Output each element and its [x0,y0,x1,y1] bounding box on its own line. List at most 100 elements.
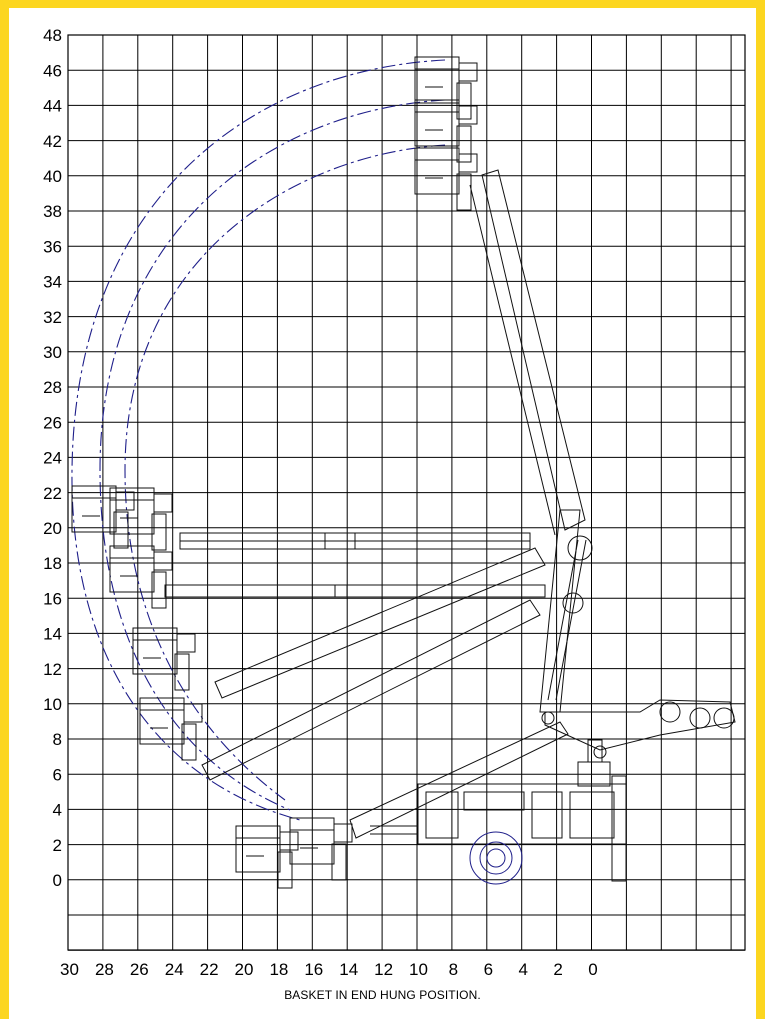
pivot-pin [713,707,735,729]
y-tick-label: 20 [43,519,62,538]
y-tick-label: 0 [53,871,62,890]
y-tick-label: 48 [43,26,62,45]
basket-horizontal-low [109,545,155,593]
basket-horizontal-mount [151,513,167,551]
basket-diagonal-mid-control [183,703,203,723]
x-tick-label: 16 [304,960,323,979]
basket-horizontal-low-control [153,551,173,571]
truck-panel [425,791,459,839]
y-tick-label: 22 [43,484,62,503]
x-tick-label: 14 [339,960,358,979]
truck-wheel [469,831,523,885]
diagonal-boom-high [214,547,546,699]
upper-boom-top [481,169,586,531]
knuckle-pin [567,535,593,561]
pedestal-column [587,739,603,763]
y-tick-label: 30 [43,343,62,362]
y-tick-label: 8 [53,730,62,749]
basket-reach-max-mount [113,511,129,549]
y-tick-label: 12 [43,660,62,679]
upper-boom-edge [469,184,556,536]
grid-frame [67,34,746,951]
basket-horizontal-low-mount [151,571,167,609]
grid [67,34,746,951]
basket-top-mount [456,82,472,120]
basket-ground-2-mount [331,843,347,881]
basket-diagonal-high-control [176,633,196,653]
x-tick-label: 20 [235,960,254,979]
y-tick-label: 28 [43,378,62,397]
x-tick-label: 26 [130,960,149,979]
y-tick-label: 18 [43,554,62,573]
basket-top-2-control [458,105,478,125]
y-tick-label: 6 [53,765,62,784]
truck-wheel-cap [486,848,506,868]
x-tick-label: 8 [449,960,458,979]
x-tick-label: 28 [95,960,114,979]
turntable-boom-rest [544,699,736,751]
basket-horizontal [109,487,155,535]
y-tick-label: 26 [43,413,62,432]
truck-panel [463,791,525,811]
y-tick-label: 10 [43,695,62,714]
knuckle-pin [562,592,584,614]
pivot-pin [659,701,681,723]
basket-horizontal-control [153,493,173,513]
boom-collar [324,532,356,550]
reach-arc [124,144,446,801]
truck-rear-post [611,775,627,882]
left-yellow-border [0,0,9,1019]
basket-ground-mount [277,851,293,889]
diagram-caption: BASKET IN END HUNG POSITION. [284,988,481,1002]
y-tick-label: 42 [43,132,62,151]
x-tick-label: 6 [484,960,493,979]
x-tick-label: 10 [409,960,428,979]
truck-panel [531,791,563,839]
pivot-pin [541,711,555,725]
y-tick-label: 2 [53,836,62,855]
right-yellow-border [756,0,765,1019]
boom-collar [334,584,348,598]
y-tick-label: 40 [43,167,62,186]
y-axis-labels: 0246810121416182022242628303234363840424… [43,26,62,890]
diagonal-boom-mid [201,599,541,781]
truck-wheel-hub [479,841,513,875]
x-tick-label: 18 [269,960,288,979]
x-tick-label: 22 [200,960,219,979]
pivot-pin [593,745,607,759]
basket-reach-max-control [115,491,135,511]
pivot-pin [689,707,711,729]
basket-ground-2-control [333,823,353,843]
top-yellow-border [0,0,765,8]
x-tick-label: 30 [60,960,79,979]
basket-top-3-mount [456,173,472,211]
y-tick-label: 38 [43,202,62,221]
y-tick-label: 14 [43,625,62,644]
basket-top-control [458,62,478,82]
lower-boom [539,509,581,713]
x-tick-label: 4 [518,960,527,979]
y-tick-label: 36 [43,237,62,256]
boom-low [349,721,569,839]
aerial-lift-drawing [71,56,736,889]
x-tick-label: 2 [553,960,562,979]
reach-arc [71,59,446,821]
x-tick-label: 0 [588,960,597,979]
x-tick-label: 24 [165,960,184,979]
y-tick-label: 4 [53,801,62,820]
y-tick-label: 44 [43,97,62,116]
y-tick-label: 32 [43,308,62,327]
y-tick-label: 24 [43,449,62,468]
basket-top-3-control [458,153,478,173]
truck-panel [569,791,615,839]
reach-envelope [71,59,446,821]
basket-ground-control [279,831,299,851]
basket-diagonal-mid-mount [181,723,197,761]
lower-boom-edge [547,539,587,701]
y-tick-label: 46 [43,61,62,80]
basket-diagonal-high-mount [174,653,190,691]
x-tick-label: 12 [374,960,393,979]
